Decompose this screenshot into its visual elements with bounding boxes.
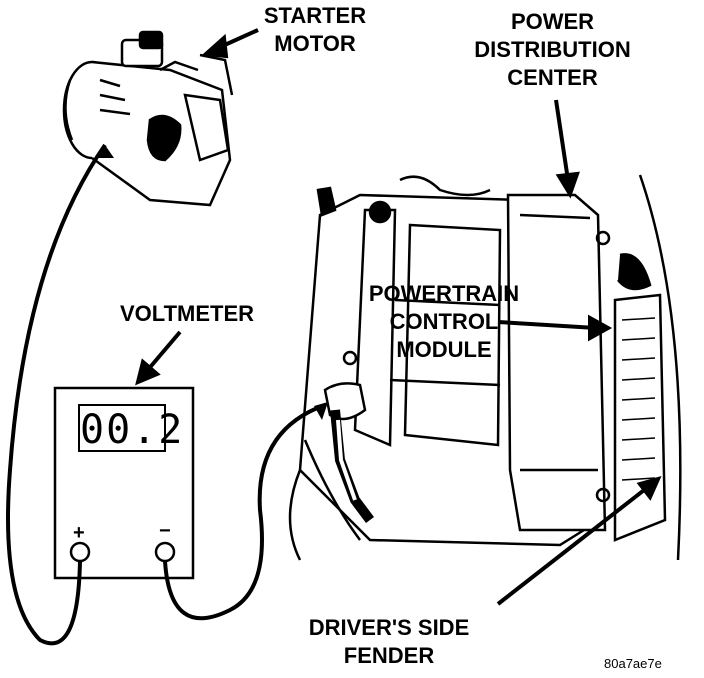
negative-test-lead [163, 403, 326, 621]
figure-code: 80a7ae7e [604, 656, 662, 671]
starter-motor [62, 30, 234, 207]
callout-arrows [135, 28, 662, 606]
label-powertrain-control-module: POWERTRAIN CONTROL MODULE [368, 281, 520, 362]
label-power-distribution-center: POWER DISTRIBUTION CENTER [474, 9, 631, 90]
negative-lead-tip [314, 402, 328, 420]
battery-cable [323, 382, 374, 523]
negative-terminal[interactable] [154, 541, 176, 563]
negative-terminal-label: − [159, 520, 171, 542]
positive-terminal[interactable] [69, 541, 91, 563]
voltmeter-readout: 00.2 [78, 404, 182, 453]
powertrain-control-module [613, 253, 667, 542]
positive-terminal-label: + [73, 522, 85, 544]
positive-lead-tip [96, 145, 114, 158]
power-distribution-center [506, 193, 611, 532]
fender-edge [638, 174, 682, 561]
positive-test-lead [6, 143, 107, 646]
label-voltmeter: VOLTMETER [119, 301, 255, 326]
label-drivers-side-fender: DRIVER'S SIDE FENDER [308, 615, 470, 668]
label-starter-motor: STARTER MOTOR [263, 3, 367, 56]
